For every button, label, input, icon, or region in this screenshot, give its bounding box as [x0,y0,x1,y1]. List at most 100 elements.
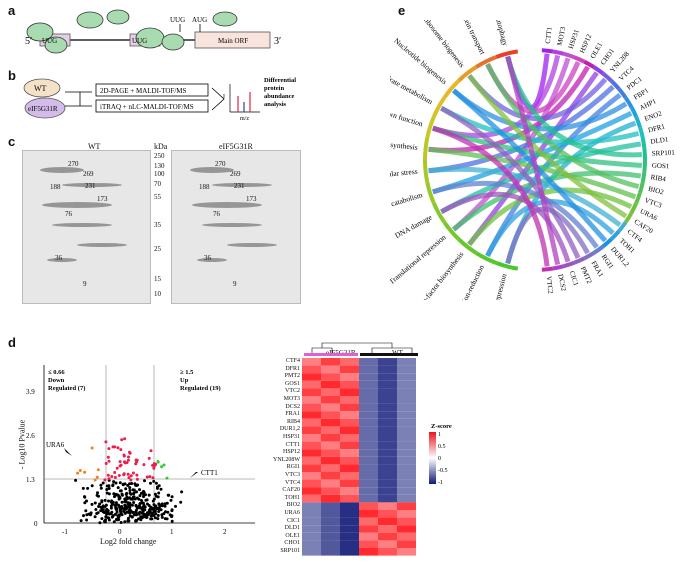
chord-category-arc [423,137,430,161]
volcano-point [136,483,140,487]
gel-wt-title: WT [88,142,101,151]
heatmap-cell [340,517,359,526]
chord-gene-arc [623,96,634,108]
ztick-m0.5: -0.5 [438,468,448,474]
heatmap-cell [340,396,359,404]
heatmap-cell [378,487,397,495]
volcano-point [156,460,160,464]
volcano-point [120,492,124,496]
volcano-point [138,488,141,492]
heatmap-cell [359,418,378,427]
volcano-point [130,503,134,507]
heatmap-cell [302,487,321,495]
chord-category-label: Autophagy [493,20,510,47]
chord-gene-arc [541,48,554,54]
volcano-point [123,460,126,464]
volcano-point [139,518,143,522]
heatmap-gene-label: DCS2 [285,403,300,410]
volcano-point [74,478,78,482]
heatmap-cell [378,540,397,548]
volcano-point [85,518,89,522]
mutant-label: eIF5G31R [28,105,58,113]
volcano-point [154,462,158,466]
heatmap-cell [302,464,321,472]
heatmap-cell [302,540,321,548]
five-prime-label: 5′ [25,36,32,47]
volcano-point [128,489,132,492]
volcano-point [150,506,154,510]
volcano-point [109,506,113,510]
heatmap-gene-label: RIB4 [286,418,300,425]
chord-gene-arc [573,55,586,64]
volcano-point [120,500,124,504]
ztick-0: 0 [438,456,441,462]
panel-c-label: c [8,134,16,149]
volcano-point [152,479,156,483]
heatmap-cell [321,472,340,480]
volcano-point [163,502,167,506]
volcano-point [105,484,109,488]
volcano-point [145,515,149,519]
heatmap-cell [321,434,340,442]
chord-gene-label: HSP31 [567,28,581,50]
volcano-point [156,514,160,517]
heatmap-cell [302,434,321,442]
gel-spots [40,167,277,262]
heatmap-cell [378,464,397,472]
volcano-point [131,488,135,492]
volcano-point [114,481,118,485]
volcano-point [113,471,117,474]
volcano-point [105,512,109,516]
volcano-point [96,491,99,495]
volcano-point [107,499,110,503]
heatmap-cell [302,388,321,396]
volcano-point [154,481,158,485]
volcano-point [142,513,146,517]
chord-category-arc [457,238,478,255]
chord-gene-arc [617,221,628,233]
spot-76-mut: 76 [213,210,220,218]
heatmap-cell [321,418,340,427]
heatmap-cell [378,472,397,480]
chord-gene-arc [640,170,647,183]
heatmap-gene-label: OLE1 [285,532,300,539]
heatmap-cell [340,358,359,366]
volcano-point [127,476,131,480]
volcano-point [98,521,102,525]
down-label-2: Down [48,377,65,384]
volcano-point [154,512,158,516]
volcano-point [113,475,117,479]
marker-15: 15 [154,275,161,283]
spot-9-mut: 9 [233,280,237,288]
volcano-point [151,476,155,480]
volcano-point [98,502,102,506]
volcano-point [138,494,142,498]
volcano-point [117,513,121,517]
heatmap-cell [397,510,416,518]
chord-category-label: Oxidation-reduction [451,263,486,300]
volcano-point [124,499,127,503]
volcano-point [82,514,85,518]
heatmap-cell [359,449,378,457]
volcano-point [105,509,108,513]
gel-mutant [171,150,301,304]
chord-ribbon [440,106,581,259]
volcano-point [139,515,143,519]
volcano-point [107,477,111,481]
volcano-point [89,512,93,516]
volcano-point [96,511,100,515]
volcano-point [116,486,120,490]
heatmap-cell [321,396,340,404]
volcano-point [132,513,136,517]
chord-ribbon [505,206,590,265]
heatmap-cell [397,358,416,366]
chord-gene-label: DLD1 [650,135,669,146]
volcano-point [141,509,145,513]
heatmap-cell [378,426,397,434]
heatmap-cell [340,532,359,541]
heatmap-cell [340,411,359,419]
volcano-point [103,519,106,523]
volcano-point [179,500,183,504]
xtick-2: 2 [223,528,227,535]
volcano-point [152,466,156,470]
